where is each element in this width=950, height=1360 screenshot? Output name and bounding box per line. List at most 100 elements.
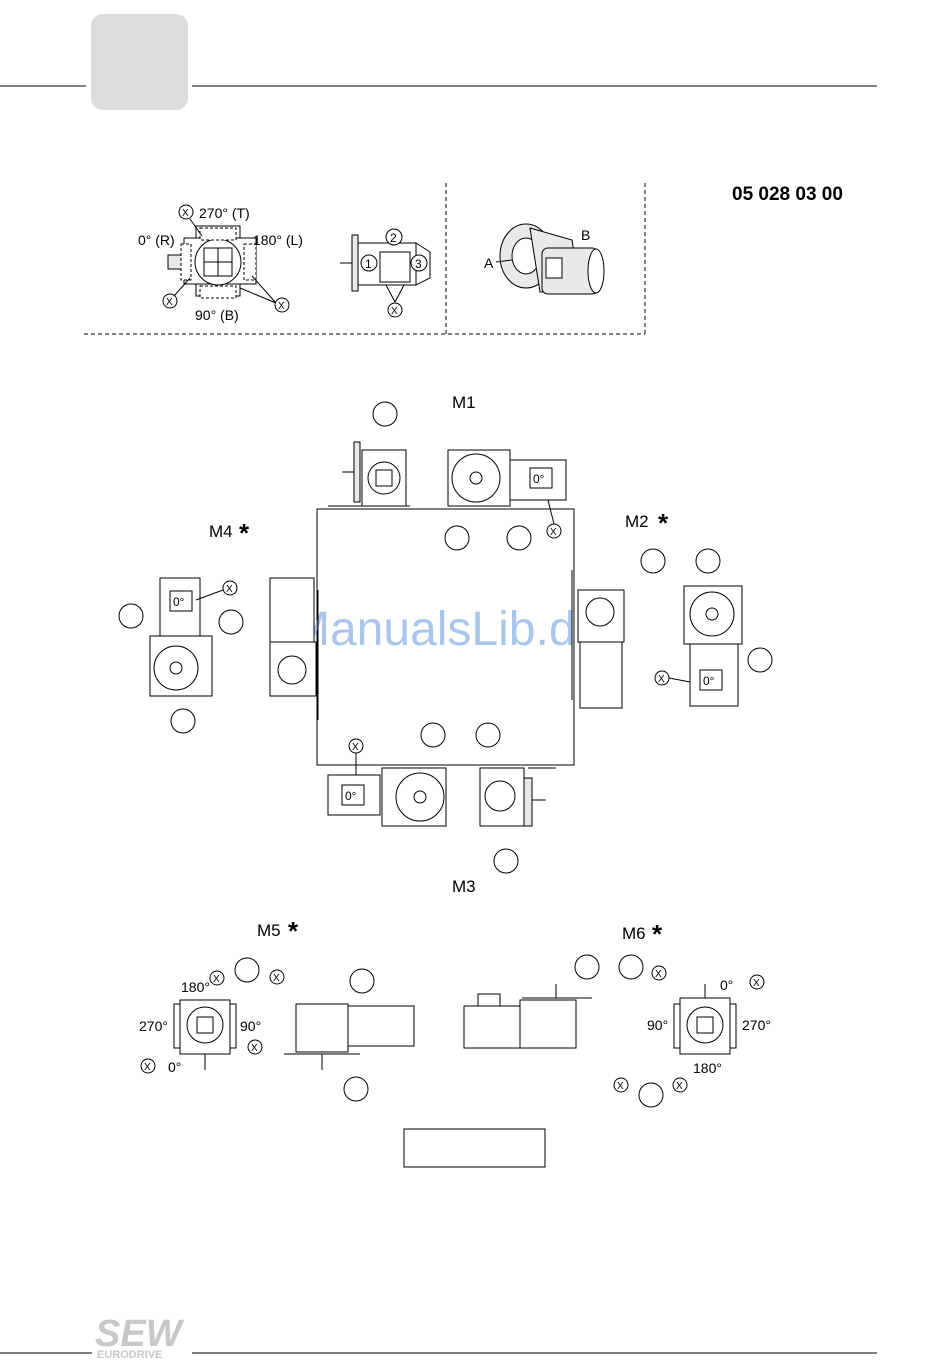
label-90-b: 90° (B) (195, 307, 239, 323)
m5-label-90: 90° (240, 1018, 261, 1034)
star-m6: * (652, 919, 663, 949)
svg-text:0°: 0° (173, 595, 185, 609)
svg-text:X: X (391, 306, 398, 317)
legend-box (404, 1129, 545, 1167)
m6-label-180: 180° (693, 1060, 722, 1076)
m1-oil-level-1 (445, 526, 469, 550)
m6-vent-marker-2: X (750, 975, 764, 989)
m6-label-90: 90° (647, 1017, 668, 1033)
m2-vent-marker: X (655, 671, 690, 685)
label-m4: M4 (209, 522, 233, 541)
page-tab (91, 14, 188, 110)
m2-oil-level-3 (748, 648, 772, 672)
entry-3: 3 (411, 255, 427, 271)
svg-text:X: X (278, 301, 285, 312)
svg-text:X: X (658, 674, 665, 685)
svg-text:2: 2 (390, 231, 397, 245)
m5-gearunit-side (284, 1004, 414, 1070)
m1-gearunit-side (328, 442, 410, 506)
m6-vent-marker-1: X (652, 966, 666, 980)
m6-oil-level-1 (575, 955, 599, 979)
m5-oil-level-top (235, 958, 259, 982)
m5-vent-marker-3: X (248, 1040, 262, 1054)
m3-vent-marker: X (349, 739, 363, 775)
m5-label-270: 270° (139, 1018, 168, 1034)
label-m2: M2 (625, 512, 649, 531)
star-m5: * (288, 916, 299, 946)
m4-oil-level-3 (171, 709, 195, 733)
m1-oil-level-2 (507, 526, 531, 550)
m5-oil-level-2 (344, 1077, 368, 1101)
m2-oil-level-1 (641, 549, 665, 573)
svg-text:0°: 0° (703, 674, 715, 688)
svg-text:X: X (226, 584, 233, 595)
m6-label-0: 0° (720, 977, 733, 993)
m4-gearunit-side (270, 578, 318, 720)
watermark: ManualsLib.de (290, 603, 602, 656)
svg-text:X: X (676, 1081, 683, 1092)
label-m6: M6 (622, 924, 646, 943)
m1-zero-badge: 0° (530, 468, 552, 488)
m5-oil-level-1 (350, 969, 374, 993)
svg-text:X: X (213, 974, 220, 985)
entry-2: 2 (386, 229, 402, 245)
brand-logo-sub: EURODRIVE (97, 1349, 162, 1360)
vent-marker-entry: X (386, 285, 404, 317)
star-m4: * (239, 518, 250, 548)
star-m2: * (658, 508, 669, 538)
svg-text:X: X (273, 973, 280, 984)
m5-vent-marker-1: X (210, 971, 224, 985)
document-number: 05 028 03 00 (732, 184, 843, 205)
m6-oil-level-top (619, 955, 643, 979)
m1-oil-level-top (373, 402, 397, 426)
m2-zero-badge: 0° (700, 670, 722, 690)
m5-label-0: 0° (168, 1059, 181, 1075)
label-270-t: 270° (T) (199, 205, 250, 221)
svg-text:1: 1 (365, 257, 372, 271)
m2-oil-level-2 (696, 549, 720, 573)
m3-oil-level-2 (476, 723, 500, 747)
m1-vent-marker: X (547, 500, 561, 538)
m6-oil-level-bottom (639, 1083, 663, 1107)
svg-text:X: X (182, 208, 189, 219)
label-m5: M5 (257, 921, 281, 940)
m3-zero-badge: 0° (342, 785, 364, 805)
svg-text:X: X (251, 1043, 258, 1054)
label-0-r: 0° (R) (138, 232, 175, 248)
m3-gearunit-side (480, 768, 556, 826)
svg-text:X: X (144, 1062, 151, 1073)
svg-text:X: X (352, 742, 359, 753)
m4-vent-marker: X (196, 581, 237, 600)
m6-gearunit-side (464, 984, 592, 1048)
m6-vent-marker-3: X (614, 1078, 628, 1092)
m6-vent-marker-4: X (673, 1078, 687, 1092)
m3-oil-level-3 (494, 849, 518, 873)
svg-text:0°: 0° (345, 789, 357, 803)
label-a: A (484, 255, 494, 271)
m6-gearunit-front (674, 984, 736, 1054)
m2-gearunit-side (572, 570, 624, 708)
label-m1: M1 (452, 393, 476, 412)
m3-oil-level-1 (421, 723, 445, 747)
m6-label-270: 270° (742, 1017, 771, 1033)
m4-zero-badge: 0° (170, 591, 192, 611)
svg-text:X: X (550, 527, 557, 538)
m5-vent-marker-4: X (141, 1059, 155, 1073)
m5-gearunit-front (174, 1000, 236, 1070)
label-m3: M3 (452, 877, 476, 896)
vent-marker-bl: X (163, 278, 190, 308)
svg-text:X: X (655, 969, 662, 980)
svg-text:X: X (617, 1081, 624, 1092)
svg-text:X: X (753, 978, 760, 989)
entry-1: 1 (361, 255, 377, 271)
svg-text:0°: 0° (533, 472, 545, 486)
m5-label-180: 180° (181, 979, 210, 995)
label-180-l: 180° (L) (253, 232, 303, 248)
m4-oil-level-1 (119, 604, 143, 628)
svg-text:3: 3 (415, 257, 422, 271)
svg-text:X: X (166, 297, 173, 308)
m5-vent-marker-2: X (270, 970, 284, 984)
m4-oil-level-2 (219, 610, 243, 634)
label-b: B (581, 227, 590, 243)
